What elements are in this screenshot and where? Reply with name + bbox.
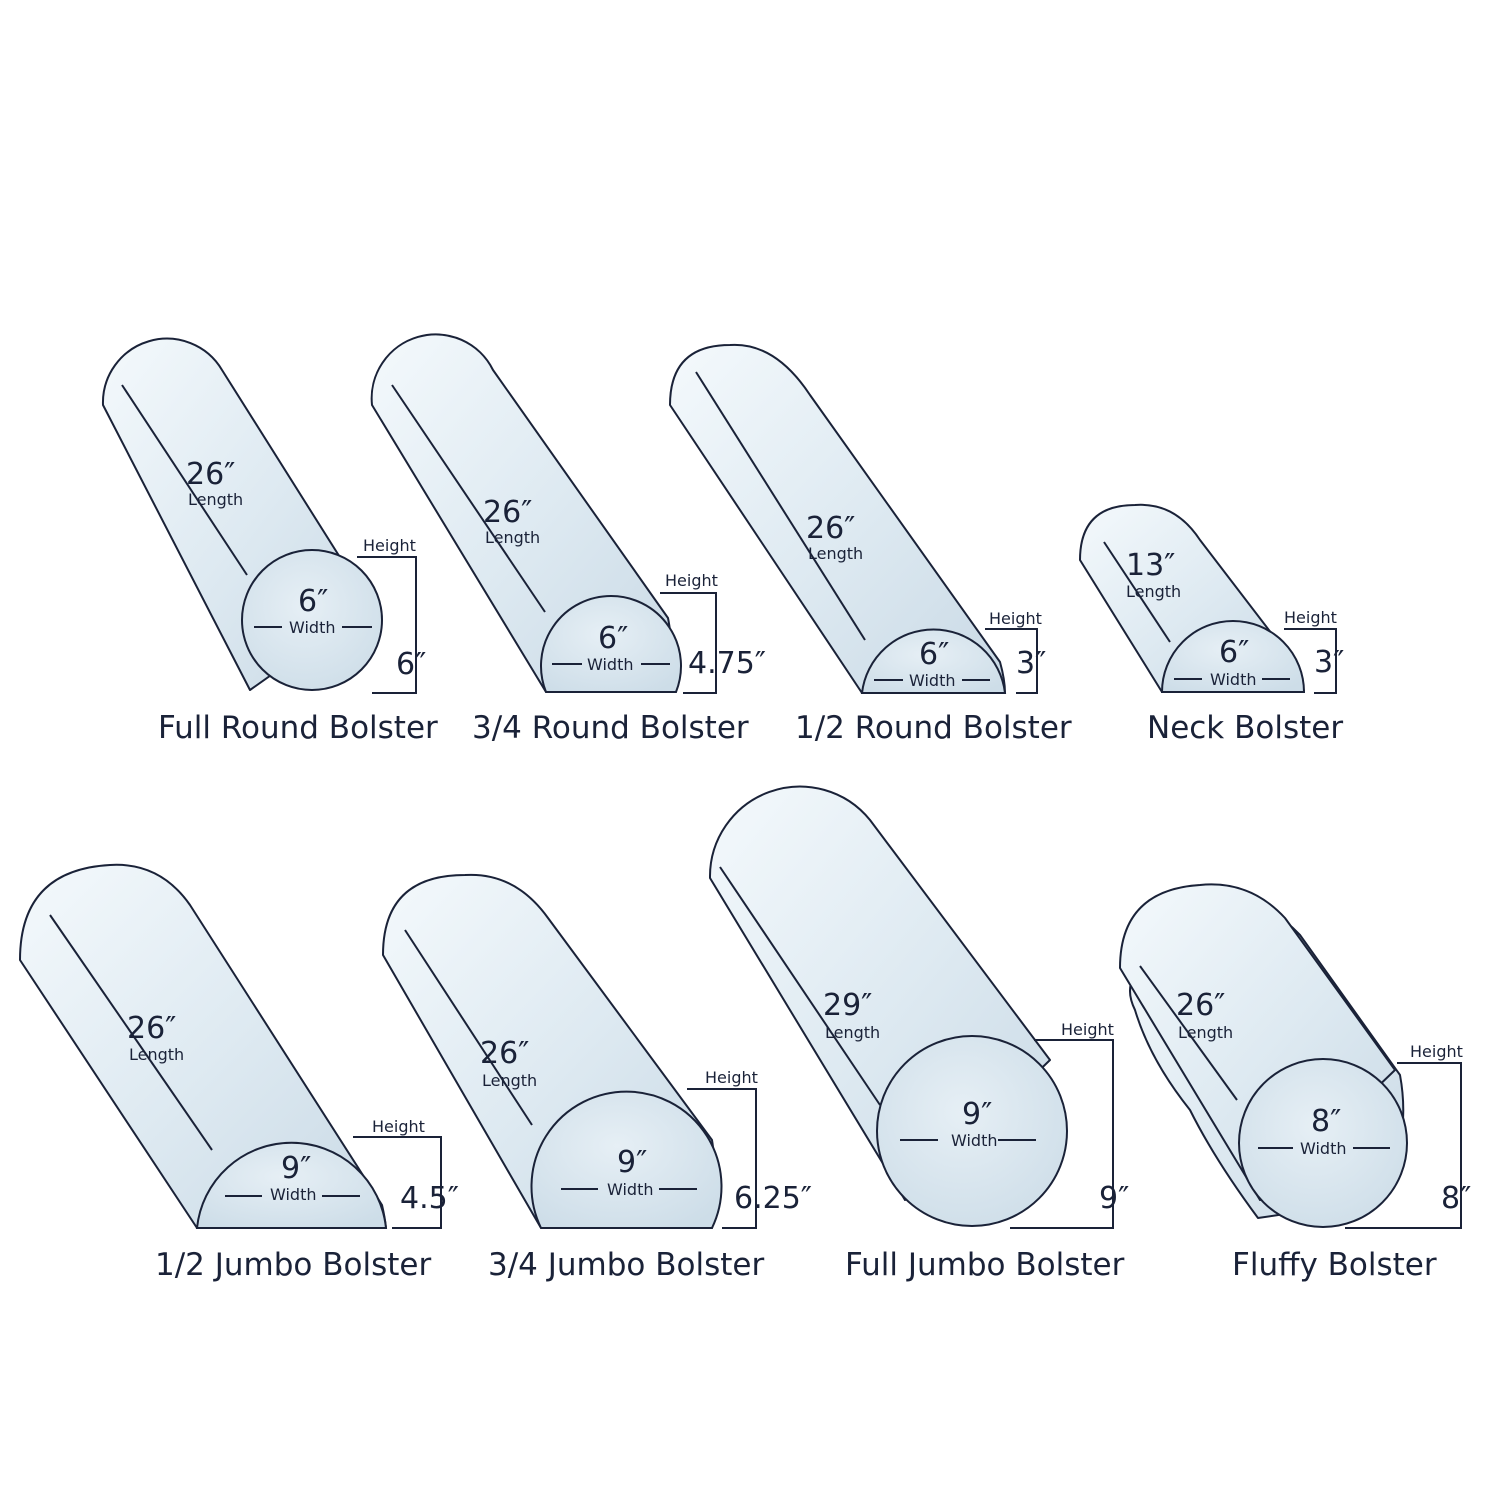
length-label: Length (1178, 1023, 1233, 1042)
length-value: 26″ (806, 511, 855, 546)
length-label: Length (808, 544, 863, 563)
width-value: 8″ (1311, 1104, 1341, 1139)
height-value: 3″ (1314, 645, 1344, 680)
width-value: 6″ (1219, 635, 1249, 670)
length-line (719, 866, 881, 1106)
bolster-title: Neck Bolster (1147, 710, 1343, 746)
length-line (695, 371, 866, 641)
height-label: Height (1061, 1020, 1114, 1039)
full-jumbo-end (876, 1035, 1068, 1227)
width-label: Width (289, 618, 335, 637)
length-label: Length (825, 1023, 880, 1042)
length-label: Length (1126, 582, 1181, 601)
width-value: 9″ (962, 1097, 992, 1132)
length-line (1103, 541, 1171, 643)
fluffy-end (1238, 1058, 1408, 1228)
length-value: 29″ (823, 988, 872, 1023)
height-label: Height (372, 1117, 425, 1136)
height-value: 4.75″ (688, 646, 766, 681)
bolster-full-round: 26″ Length 6″ Width Height 6″ Full Round… (101, 337, 438, 746)
length-line (121, 384, 248, 576)
height-value: 4.5″ (400, 1181, 459, 1216)
height-bracket (1345, 1062, 1462, 1229)
width-label: Width (909, 671, 955, 690)
half-round-body (669, 343, 1006, 694)
height-label: Height (705, 1068, 758, 1087)
width-label: Width (951, 1131, 997, 1150)
length-value: 26″ (483, 495, 532, 530)
width-label: Width (270, 1185, 316, 1204)
height-bracket (1284, 628, 1337, 694)
height-bracket (353, 1136, 442, 1229)
width-label: Width (1210, 670, 1256, 689)
length-line (49, 914, 213, 1151)
length-label: Length (188, 490, 243, 509)
width-value: 6″ (298, 584, 328, 619)
height-label: Height (665, 571, 718, 590)
length-value: 26″ (480, 1036, 529, 1071)
height-bracket (985, 628, 1038, 694)
width-label: Width (1300, 1139, 1346, 1158)
bolster-full-jumbo: 29″ Length 9″ Width Height 9″ Full Jumbo… (708, 785, 1129, 1283)
bolster-title: Fluffy Bolster (1232, 1247, 1437, 1283)
height-value: 6″ (396, 647, 426, 682)
height-bracket (687, 1088, 757, 1229)
height-bracket (1010, 1039, 1114, 1229)
height-label: Height (989, 609, 1042, 628)
bolster-half-round: 26″ Length 6″ Width Height 3″ 1/2 Round … (669, 343, 1072, 746)
height-bracket (660, 592, 717, 694)
height-bracket (357, 556, 417, 694)
height-value: 9″ (1099, 1181, 1129, 1216)
full-round-end (241, 549, 383, 691)
length-value: 26″ (127, 1011, 176, 1046)
length-label: Length (482, 1071, 537, 1090)
height-label: Height (1284, 608, 1337, 627)
three-quarter-round-end (540, 595, 682, 693)
length-value: 26″ (186, 457, 235, 492)
width-value: 9″ (617, 1145, 647, 1180)
bolster-title: 1/2 Round Bolster (795, 710, 1072, 746)
bolster-title: Full Round Bolster (158, 710, 438, 746)
bolster-title: 3/4 Round Bolster (472, 710, 749, 746)
bolster-three-quarter-jumbo: 26″ Length 9″ Width Height 6.25″ 3/4 Jum… (382, 873, 812, 1283)
half-jumbo-end (195, 1141, 388, 1229)
length-value: 13″ (1126, 548, 1175, 583)
bolster-neck: 13″ Length 6″ Width Height 3″ Neck Bolst… (1079, 503, 1344, 746)
bolster-three-quarter-round: 26″ Length 6″ Width Height 4.75″ 3/4 Rou… (370, 333, 766, 746)
length-value: 26″ (1176, 988, 1225, 1023)
bolster-title: 3/4 Jumbo Bolster (488, 1247, 764, 1283)
width-label: Width (607, 1180, 653, 1199)
width-value: 6″ (598, 621, 628, 656)
neck-end (1160, 620, 1306, 693)
height-value: 3″ (1016, 646, 1046, 681)
bolster-fluffy: 26″ Length 8″ Width Height 8″ Fluffy Bol… (1119, 883, 1471, 1283)
half-round-end (860, 628, 1007, 694)
height-label: Height (1410, 1042, 1463, 1061)
three-quarter-jumbo-end (530, 1090, 723, 1229)
height-value: 8″ (1441, 1181, 1471, 1216)
length-line (404, 929, 533, 1126)
length-line (391, 384, 546, 613)
length-line (1139, 965, 1238, 1101)
width-label: Width (587, 655, 633, 674)
height-label: Height (363, 536, 416, 555)
height-value: 6.25″ (734, 1181, 812, 1216)
length-label: Length (485, 528, 540, 547)
bolster-title: Full Jumbo Bolster (845, 1247, 1125, 1283)
length-label: Length (129, 1045, 184, 1064)
bolster-half-jumbo: 26″ Length 9″ Width Height 4.5″ 1/2 Jumb… (19, 863, 459, 1283)
bolster-title: 1/2 Jumbo Bolster (155, 1247, 431, 1283)
width-value: 9″ (281, 1151, 311, 1186)
width-value: 6″ (919, 637, 949, 672)
